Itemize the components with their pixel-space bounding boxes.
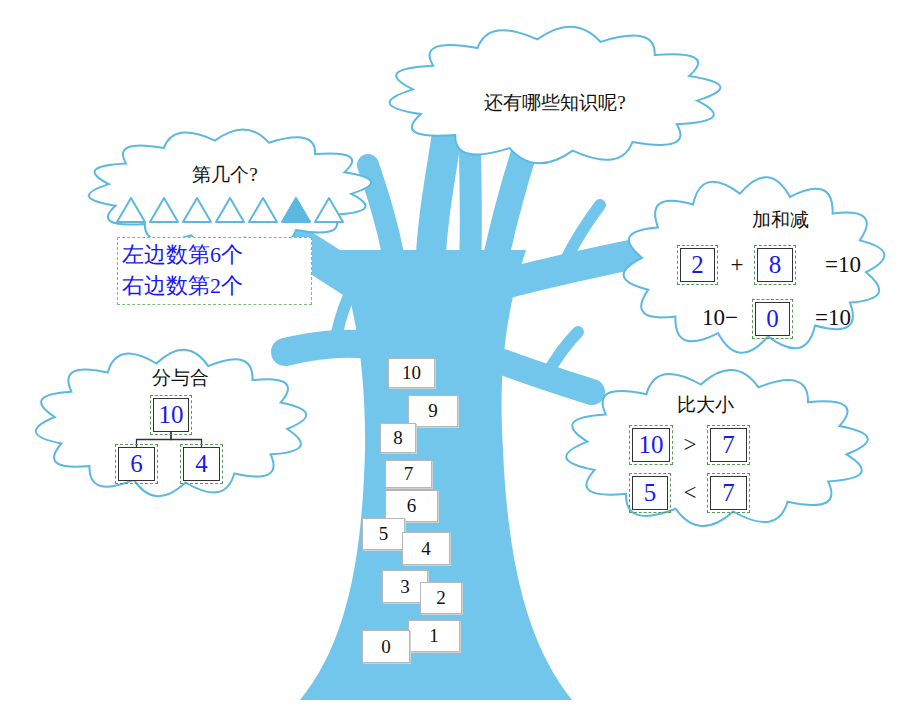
- thought-cloud: 第几个?左边数第6个右边数第2个: [85, 128, 375, 250]
- number-card: 8: [380, 423, 416, 453]
- number-box: 4: [183, 447, 220, 481]
- number-text: 1: [429, 625, 439, 647]
- tree-branch: [368, 165, 395, 265]
- number-text: 7: [404, 463, 414, 485]
- tree-branch: [285, 344, 372, 352]
- math-symbol: =10: [815, 304, 851, 332]
- cloud-outline-path: [36, 350, 306, 496]
- number-box: 7: [710, 428, 747, 462]
- number-box: 10: [153, 398, 189, 432]
- number-text: 5: [644, 479, 657, 507]
- tree-branch: [430, 140, 446, 270]
- math-symbol: =10: [825, 251, 861, 279]
- tree-branch: [459, 140, 482, 265]
- cloud-outline-path: [566, 370, 868, 526]
- answer-text: 右边数第2个: [122, 273, 243, 299]
- number-text: 7: [722, 431, 735, 459]
- number-text: 10: [639, 431, 664, 459]
- number-text: 7: [722, 479, 735, 507]
- number-text: 6: [130, 450, 143, 478]
- number-text: 4: [195, 450, 208, 478]
- cloud-outline-path: [390, 27, 721, 164]
- number-card: 0: [362, 630, 410, 663]
- thought-cloud: 比大小 > <10 7 5 7: [562, 368, 872, 528]
- number-text: 0: [381, 636, 391, 658]
- number-text: 2: [691, 251, 704, 279]
- number-card: 7: [385, 460, 432, 488]
- number-text: 10: [159, 401, 184, 429]
- thought-cloud: 还有哪些知识呢?: [385, 25, 725, 165]
- math-symbol: <: [684, 479, 697, 507]
- tree-branch: [545, 332, 578, 377]
- number-box: 6: [118, 447, 155, 481]
- number-text: 0: [766, 305, 779, 333]
- tree-trunk: [300, 250, 572, 700]
- number-card: 1: [408, 620, 460, 652]
- number-box: 7: [710, 476, 747, 510]
- number-card: 10: [388, 358, 435, 388]
- number-box: 2: [680, 248, 715, 282]
- number-card: 4: [402, 532, 450, 565]
- number-text: 4: [421, 538, 431, 560]
- number-text: 9: [428, 400, 438, 422]
- number-box: 8: [757, 248, 793, 282]
- cloud-title: 还有哪些知识呢?: [484, 92, 625, 115]
- number-text: 5: [379, 523, 389, 545]
- tree-branch: [335, 298, 348, 344]
- math-symbol: >: [684, 431, 697, 459]
- answer-text: 左边数第6个: [122, 242, 243, 268]
- cloud-outline: [85, 128, 375, 250]
- cloud-outline-path: [624, 177, 885, 353]
- cloud-title: 分与合: [152, 367, 209, 390]
- number-card: 5: [362, 518, 405, 550]
- number-text: 2: [436, 587, 446, 609]
- cloud-title: 第几个?: [192, 164, 257, 187]
- thought-cloud: 分与合 10 6 4: [32, 348, 310, 498]
- number-box: 0: [755, 302, 790, 336]
- number-card: 2: [420, 582, 462, 614]
- number-box: 5: [632, 476, 668, 510]
- cloud-outline-path: [89, 130, 371, 249]
- math-symbol: 10−: [702, 304, 738, 332]
- number-text: 10: [402, 362, 421, 384]
- math-symbol: +: [731, 251, 744, 279]
- number-text: 8: [769, 251, 782, 279]
- number-text: 8: [393, 427, 403, 449]
- tree-branch: [560, 205, 600, 272]
- number-text: 3: [400, 576, 410, 598]
- thought-cloud: 加和减 + =10 10− =10 2 8 0: [620, 175, 888, 355]
- number-text: 6: [407, 495, 417, 517]
- number-box: 10: [632, 428, 670, 462]
- cloud-title: 加和减: [752, 209, 809, 232]
- cloud-title: 比大小: [677, 394, 734, 417]
- answer-box: 左边数第6个右边数第2个: [117, 237, 312, 305]
